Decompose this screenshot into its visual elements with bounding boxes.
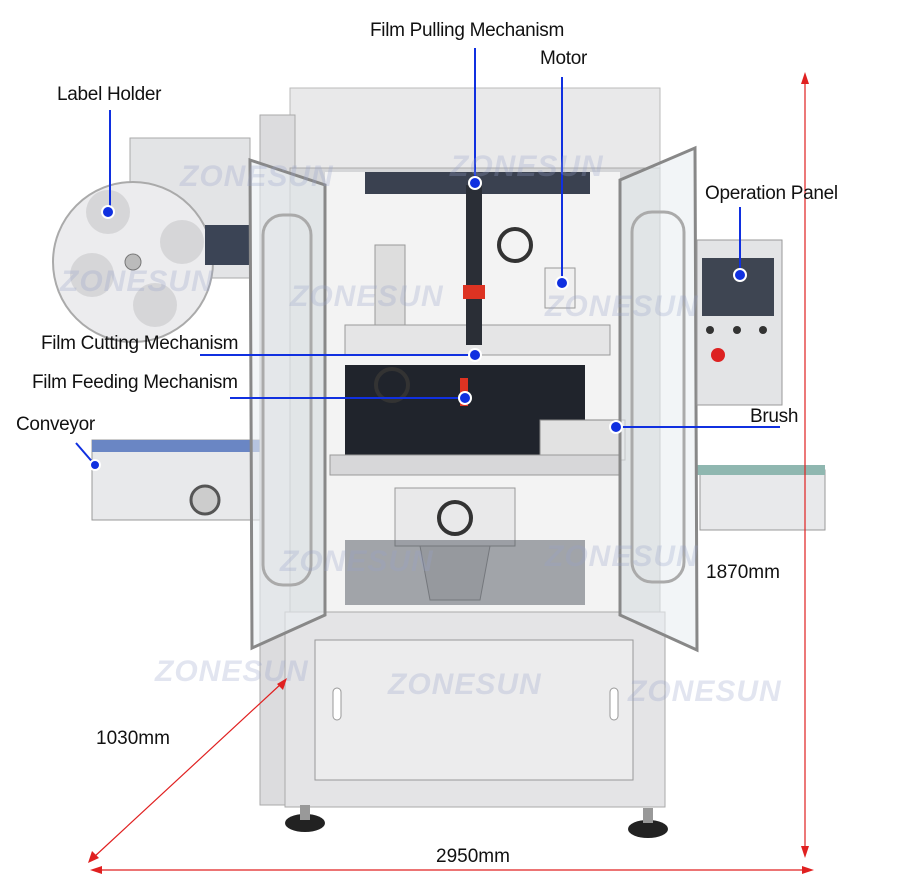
callout-dots <box>89 176 747 471</box>
watermark: ZONESUN <box>545 540 699 573</box>
dimension-height: 1870mm <box>706 562 780 583</box>
callout-lines <box>75 48 780 466</box>
label-film-feeding-mechanism: Film Feeding Mechanism <box>32 372 238 393</box>
watermark: ZONESUN <box>450 150 604 183</box>
watermark: ZONESUN <box>60 265 214 298</box>
label-motor: Motor <box>540 48 588 69</box>
watermark: ZONESUN <box>628 675 782 708</box>
watermark: ZONESUN <box>290 280 444 313</box>
dimension-width: 2950mm <box>436 846 510 867</box>
dimension-lines <box>88 72 814 874</box>
label-operation-panel: Operation Panel <box>705 183 838 204</box>
watermark: ZONESUN <box>545 290 699 323</box>
label-film-pulling-mechanism: Film Pulling Mechanism <box>370 20 565 41</box>
label-brush: Brush <box>750 406 799 427</box>
watermark: ZONESUN <box>280 545 434 578</box>
watermark: ZONESUN <box>388 668 542 701</box>
watermark: ZONESUN <box>155 655 309 688</box>
watermark: ZONESUN <box>180 160 334 193</box>
dimension-depth: 1030mm <box>96 728 170 749</box>
label-film-cutting-mechanism: Film Cutting Mechanism <box>41 333 239 354</box>
label-conveyor: Conveyor <box>16 414 95 435</box>
label-label-holder: Label Holder <box>57 84 162 105</box>
